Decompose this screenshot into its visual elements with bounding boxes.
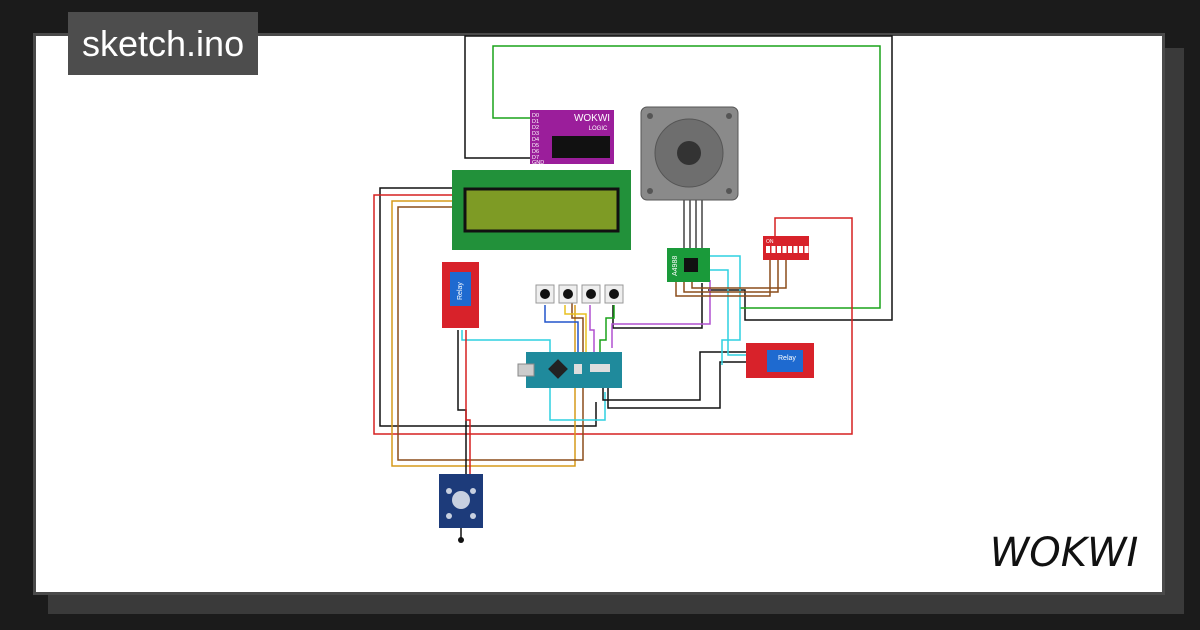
ir-pad (446, 488, 452, 494)
wire-purple-btn (589, 305, 595, 352)
mount-hole (647, 113, 653, 119)
dip-toggle[interactable] (799, 246, 803, 253)
relay-module-left[interactable]: Relay (442, 262, 479, 328)
logic-pin-label: D4 (532, 137, 539, 143)
dip-switch[interactable]: ON (763, 236, 809, 260)
logic-analyzer-pins: D0 D1 D2 D3 D4 D5 D6 D7 GND (532, 113, 544, 166)
stepper-motor[interactable] (640, 106, 739, 201)
stepper-driver-label: A4988 (672, 256, 679, 276)
push-buttons[interactable] (535, 284, 624, 304)
logic-analyzer-sublabel: LOGIC (589, 126, 608, 132)
dip-toggle[interactable] (804, 246, 809, 253)
stepper-driver[interactable]: A4988 (667, 248, 710, 282)
wires (373, 35, 893, 474)
wokwi-logo: WOKWI (990, 530, 1139, 576)
relay-left-label: Relay (457, 282, 464, 300)
wire-black-relay-right (602, 351, 750, 401)
wire-black-relay-ir (457, 330, 467, 474)
nano-reset-button[interactable] (574, 364, 582, 374)
push-button-cap (609, 289, 619, 299)
logic-analyzer[interactable]: WOKWI LOGIC D0 D1 D2 D3 D4 D5 D6 D7 GND (530, 110, 614, 166)
logic-pin-label: D7 (532, 155, 539, 161)
dip-toggle[interactable] (771, 246, 776, 253)
lcd-display[interactable] (452, 170, 631, 250)
wire-red-long (373, 194, 853, 435)
lcd-screen (463, 187, 620, 233)
page-title: sketch.ino (68, 12, 259, 75)
stepper-driver-chip (684, 258, 698, 272)
logic-pin-label: D3 (532, 131, 539, 137)
wire-brown-dip-3 (691, 260, 787, 289)
dip-toggle[interactable] (766, 246, 770, 253)
relay-right-block (767, 350, 803, 372)
wire-green-btn (599, 305, 615, 352)
arduino-nano[interactable] (517, 352, 622, 388)
ir-pad (470, 513, 476, 519)
wire-brown-lcd (397, 206, 584, 461)
logic-pin-label: D2 (532, 125, 539, 131)
wire-black-top (464, 35, 893, 321)
ir-pad (470, 488, 476, 494)
wire-black-relay-right-2 (607, 361, 750, 409)
mount-hole (726, 188, 732, 194)
dip-toggle[interactable] (793, 246, 798, 253)
nano-usb-port (517, 363, 535, 377)
dip-toggle[interactable] (777, 246, 781, 253)
nano-crystal (590, 364, 610, 372)
wire-motor-leads (683, 200, 703, 248)
logic-analyzer-display (552, 136, 610, 158)
wire-cyan-relay (461, 330, 551, 352)
dip-toggle[interactable] (788, 246, 792, 253)
push-button-cap (563, 289, 573, 299)
wire-yellow-btn (564, 305, 587, 352)
push-button-cap (586, 289, 596, 299)
dip-switch-label: ON (766, 239, 774, 245)
wire-yellow-lcd (391, 200, 576, 467)
ir-sensor-dome (452, 491, 470, 509)
wire-black-lcd (379, 187, 597, 427)
stepper-motor-shaft (677, 141, 701, 165)
logic-pin-label: D5 (532, 143, 539, 149)
wire-blue-btn (544, 305, 579, 352)
wire-cyan-nano (549, 388, 606, 421)
wire-brown-dip-2 (683, 260, 779, 293)
ir-led (458, 537, 464, 543)
mount-hole (726, 113, 732, 119)
wire-cyan-driver-2 (708, 269, 750, 356)
wire-black-btn (612, 283, 703, 329)
logic-analyzer-label: WOKWI (574, 113, 610, 124)
mount-hole (647, 188, 653, 194)
logic-pin-label: D0 (532, 113, 539, 119)
wokwi-logo-text: WOKWI (990, 530, 1139, 576)
wire-purple-driver (611, 280, 711, 348)
ir-receiver[interactable] (439, 474, 483, 543)
relay-module-right[interactable]: Relay (746, 343, 814, 378)
logic-pin-label: D1 (532, 119, 539, 125)
logic-pin-label: GND (532, 160, 544, 166)
logic-pin-label: D6 (532, 149, 539, 155)
wire-green-top (492, 45, 881, 309)
relay-left-block (450, 272, 471, 306)
ir-pad (446, 513, 452, 519)
wire-red-ir (465, 330, 471, 474)
dip-switch-toggles (766, 246, 809, 253)
relay-right-label: Relay (778, 355, 796, 362)
wire-brown-dip-1 (675, 260, 771, 297)
push-button-cap (540, 289, 550, 299)
nano-chip (548, 359, 568, 379)
wire-cyan-driver (708, 255, 741, 365)
dip-toggle[interactable] (782, 246, 787, 253)
